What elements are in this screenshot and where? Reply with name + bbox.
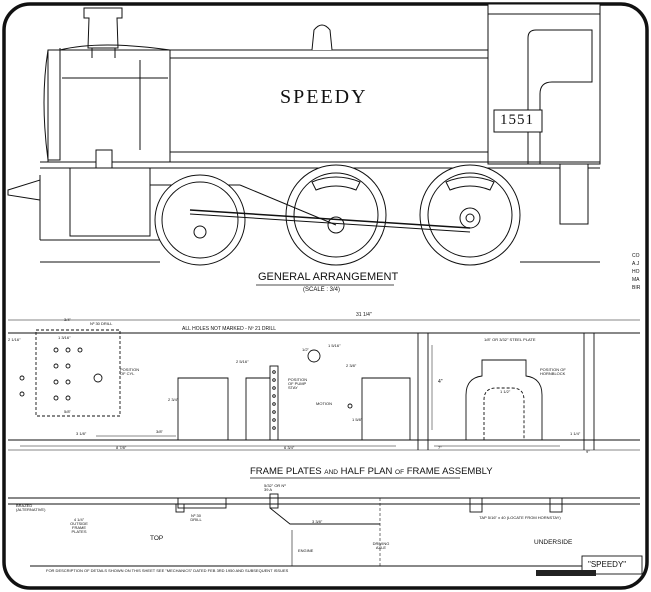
dim-8-7-8: 8 7/8" — [116, 445, 127, 450]
engine-label: ENGINE — [298, 548, 314, 553]
outside-frame-plates-note: 4 1/4" OUTSIDE FRAME PLATES — [70, 517, 88, 534]
dim-1-5-8: 1 5/8" — [352, 417, 363, 422]
dim-5-8: 5/8" — [64, 409, 71, 414]
frame-plate-elevation — [8, 319, 640, 451]
motion-label: MOTION — [316, 401, 332, 406]
side-text-1: A.J — [632, 261, 640, 267]
chimney — [83, 7, 123, 49]
dim-2-3-4: 2 3/4" — [168, 397, 179, 402]
drill-note: 5/32" OR Nº 39 A — [264, 483, 286, 492]
overall-length-dim: 31 1/4" — [356, 312, 372, 318]
wheel-driving — [285, 164, 387, 266]
safety-valve — [311, 24, 333, 51]
wheel-rear — [419, 164, 521, 266]
position-of-cyl: POSITION OF CYL — [120, 367, 140, 376]
coupling-rod — [189, 209, 471, 229]
height-dim: 4" — [438, 379, 443, 385]
dim-9: 9" — [586, 449, 590, 454]
driving-axle-label: DRIVING AXLE — [372, 541, 390, 550]
frame-plates-title-part2: HALF PLAN — [340, 466, 393, 477]
drill-30-note: Nº 30 DRILL — [90, 321, 113, 326]
side-text-2: HO — [632, 269, 640, 275]
dim-1-3-16: 1 3/16" — [58, 335, 71, 340]
side-text-3: MA — [632, 277, 640, 283]
dim-2-3-8: 2 3/8" — [346, 363, 357, 368]
dim-1-2: 1/2" — [302, 347, 309, 352]
top-label: TOP — [150, 535, 164, 542]
dim-2-1-16: 2 1/16" — [8, 337, 21, 342]
dim-2-5-16: 2 5/16" — [236, 359, 249, 364]
brazed-note: BRAZED (ALTERNATIVE) — [16, 503, 46, 512]
dim-1-1-2: 1 1/2" — [500, 389, 511, 394]
dim-6-3-4: 6 3/4" — [284, 445, 295, 450]
number-plate-frame — [493, 109, 543, 133]
all-holes-note: ALL HOLES NOT MARKED - Nº 21 DRILL — [182, 326, 277, 332]
frame-plates-title-and: AND — [324, 469, 338, 476]
general-arrangement-title: GENERAL ARRANGEMENT — [258, 271, 399, 283]
locomotive-name: SPEEDY — [280, 86, 368, 108]
side-text-0: CO — [632, 253, 640, 259]
wheel-front — [154, 174, 246, 266]
dim-3-4: 3/4" — [64, 317, 71, 322]
frame-plates-title-of: OF — [395, 469, 405, 476]
dim-1-1-4: 1 1/4" — [570, 431, 581, 436]
underside-label: UNDERSIDE — [534, 539, 573, 546]
dim-3-3-8: 3 3/8" — [312, 519, 323, 524]
locomotive-number-plate: 1551 — [500, 112, 534, 128]
half-plan — [8, 493, 643, 576]
position-of-hornblock: POSITION OF HORNBLOCK — [540, 367, 566, 376]
half-plan-drill-30: Nº 30 DRILL — [190, 513, 202, 522]
tap-note: TAP 5/16" x 40 (LOCATE FROM HORNSTAY) — [479, 515, 561, 520]
sheet-title-box: "SPEEDY" — [588, 560, 627, 569]
dim-3-1-8: 3 1/8" — [76, 431, 87, 436]
position-of-pump-stay: POSITION OF PUMP STAY — [288, 377, 308, 390]
steel-plate-note: 1/8" OR 3/32" STEEL PLATE — [484, 337, 536, 342]
general-arrangement-scale: (SCALE : 3/4) — [303, 287, 341, 293]
hornblock-cutout — [465, 359, 543, 440]
frame-plates-title-part1: FRAME PLATES — [250, 466, 322, 477]
frame-plates-title: FRAME PLATES AND HALF PLAN OF FRAME ASSE… — [250, 466, 493, 477]
frame-plates-title-part3: FRAME ASSEMBLY — [406, 466, 493, 477]
dim-7: 7" — [438, 445, 442, 450]
footer-note: FOR DESCRIPTION OF DETAILS SHOWN ON THIS… — [46, 568, 289, 573]
locomotive-elevation — [7, 3, 601, 266]
hatched-strip — [536, 570, 596, 576]
dim-1-5-16: 1 5/16" — [328, 343, 341, 348]
dim-3-8: 3/8" — [156, 429, 163, 434]
side-text-4: BIR — [632, 285, 641, 291]
smokebox — [43, 49, 61, 161]
cylinder — [69, 167, 151, 237]
